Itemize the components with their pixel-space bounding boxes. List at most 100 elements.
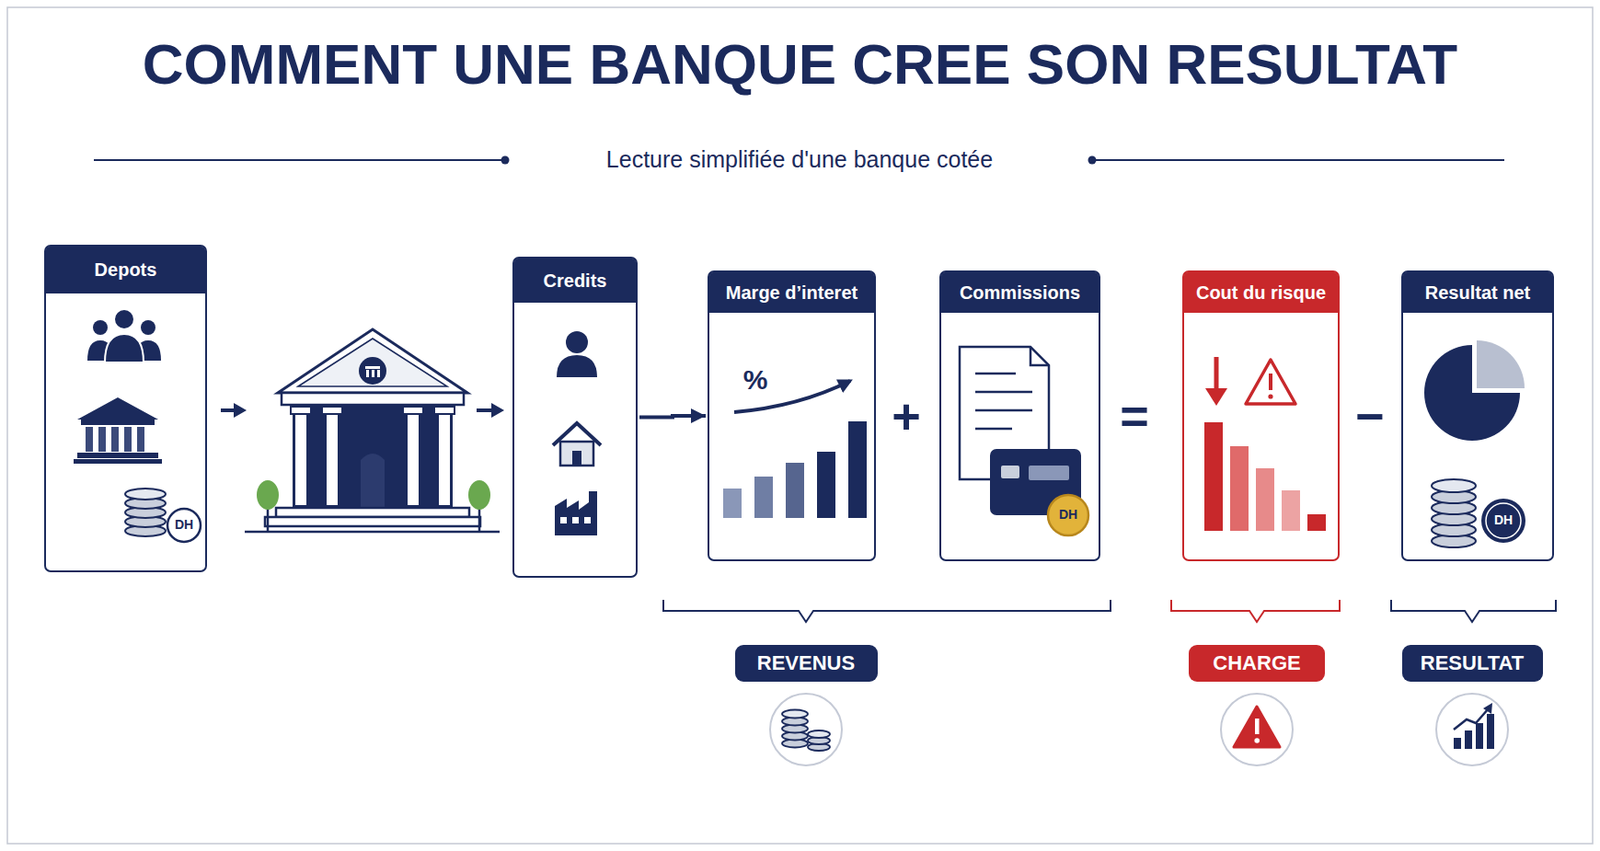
bank-building-part <box>277 329 468 393</box>
growth-bars-part <box>817 451 836 518</box>
box-header: Depots <box>46 246 206 294</box>
box-header: Credits <box>514 258 636 303</box>
bank-building-part <box>294 414 308 507</box>
small-bank-icon-part <box>85 426 93 452</box>
person-icon <box>556 331 598 378</box>
pie-chart-part <box>1476 340 1525 389</box>
frame <box>7 7 1593 844</box>
factory-icon-part <box>554 491 598 536</box>
down-arrow-part <box>1205 388 1228 406</box>
small-bank-icon-part <box>80 419 155 426</box>
bracket-part <box>1391 599 1556 622</box>
frame-part <box>7 7 1593 844</box>
people-icon-part <box>140 320 156 335</box>
result-badge-part <box>1453 708 1489 730</box>
people-icon-part <box>114 309 135 330</box>
bank-building-part <box>360 453 385 508</box>
box-header: Commissions <box>941 272 1099 313</box>
small-bank-icon-part <box>137 426 145 452</box>
bank-building-part <box>244 530 500 534</box>
stage-box: Depots <box>44 244 208 573</box>
bank-building-part <box>290 406 311 415</box>
pie-chart <box>1424 340 1525 441</box>
group-label: RESULTAT <box>1404 644 1541 682</box>
subtitle-rule-part <box>1088 156 1097 165</box>
charge-badge-part <box>1254 737 1260 744</box>
coin-stack-part <box>125 488 166 500</box>
house-icon-part <box>560 441 594 466</box>
growth-bars-part <box>785 462 805 518</box>
factory-icon-part <box>584 517 591 524</box>
result-badge-part <box>1464 730 1473 749</box>
revenue-badge-part <box>782 710 808 719</box>
subtitle-rule-part <box>501 156 510 165</box>
subtitle: Lecture simplifiée d'une banque cotée <box>595 147 1004 173</box>
small-bank-icon-part <box>111 426 119 452</box>
small-bank-icon-part <box>98 426 106 452</box>
card-icon <box>989 448 1089 536</box>
flow-arrow <box>639 415 706 418</box>
group-label: REVENUS <box>740 644 872 682</box>
tree-part <box>468 480 491 510</box>
bank-building-part <box>358 356 387 385</box>
bracket-part <box>1171 599 1340 622</box>
currency-mark: DH <box>1494 513 1513 528</box>
bracket <box>663 599 1556 622</box>
tree-part <box>256 480 279 510</box>
page-title: COMMENT UNE BANQUE CREE SON RESULTAT <box>0 30 1600 99</box>
falling-bars-part <box>1204 422 1223 531</box>
small-bank-icon-part <box>77 452 159 459</box>
factory-icon <box>554 491 598 536</box>
bank-building-part <box>402 406 424 415</box>
result-badge-part <box>1453 737 1462 749</box>
down-arrow-part <box>1214 356 1220 391</box>
factory-icon-part <box>572 517 579 524</box>
coin-stack-part <box>167 508 201 542</box>
bank-building-part <box>437 414 451 507</box>
flow-arrow-part <box>491 402 505 418</box>
bank-building-part <box>322 406 343 415</box>
growth-bars-part <box>723 488 742 518</box>
bank-building-part <box>365 366 380 369</box>
currency-mark: DH <box>174 517 194 532</box>
warning-icon-part <box>1267 393 1273 399</box>
bank-building-part <box>325 414 339 507</box>
stage-box: Cout du risque <box>1182 270 1340 562</box>
falling-bars-part <box>1255 468 1275 531</box>
box-header: Resultat net <box>1403 272 1553 313</box>
house-icon <box>552 423 601 466</box>
warning-icon-part <box>1268 373 1273 391</box>
bank-building-part <box>377 369 380 378</box>
charge-badge-part <box>1254 718 1260 735</box>
result-badge-part <box>1436 693 1508 766</box>
charge-badge-part <box>1220 693 1293 766</box>
coin-stack-part <box>1431 479 1476 493</box>
operator-sign: = <box>1119 391 1150 441</box>
person-icon-part <box>556 355 598 378</box>
people-icon <box>87 309 162 363</box>
subtitle-rule-part <box>93 159 506 162</box>
coin-stack <box>125 488 201 542</box>
document-icon-part <box>1030 346 1049 366</box>
stage-box: Marge d’interet <box>707 270 876 562</box>
flow-arrow-part <box>220 408 236 413</box>
factory-icon-part <box>560 517 567 524</box>
stage-box: Commissions <box>939 270 1101 562</box>
group-pill: RESULTAT <box>1402 644 1543 682</box>
people-icon-part <box>92 320 108 335</box>
stage-box: Credits <box>512 256 638 578</box>
document-icon-part <box>975 391 1033 394</box>
small-bank-icon-part <box>77 397 159 420</box>
bank-building-part <box>298 338 448 387</box>
coin-stack-part <box>1485 503 1521 539</box>
bank-building-part <box>406 414 420 507</box>
card-icon-part <box>1047 494 1089 536</box>
flow-arrow-part <box>476 408 494 413</box>
bank-building-part <box>264 517 481 527</box>
charge-badge <box>1220 693 1293 766</box>
growth-bars-part <box>848 421 867 518</box>
result-badge-part <box>1486 713 1495 749</box>
operator-sign: + <box>891 391 921 441</box>
coin-stack-part <box>1481 498 1526 543</box>
down-arrow <box>1205 356 1228 406</box>
